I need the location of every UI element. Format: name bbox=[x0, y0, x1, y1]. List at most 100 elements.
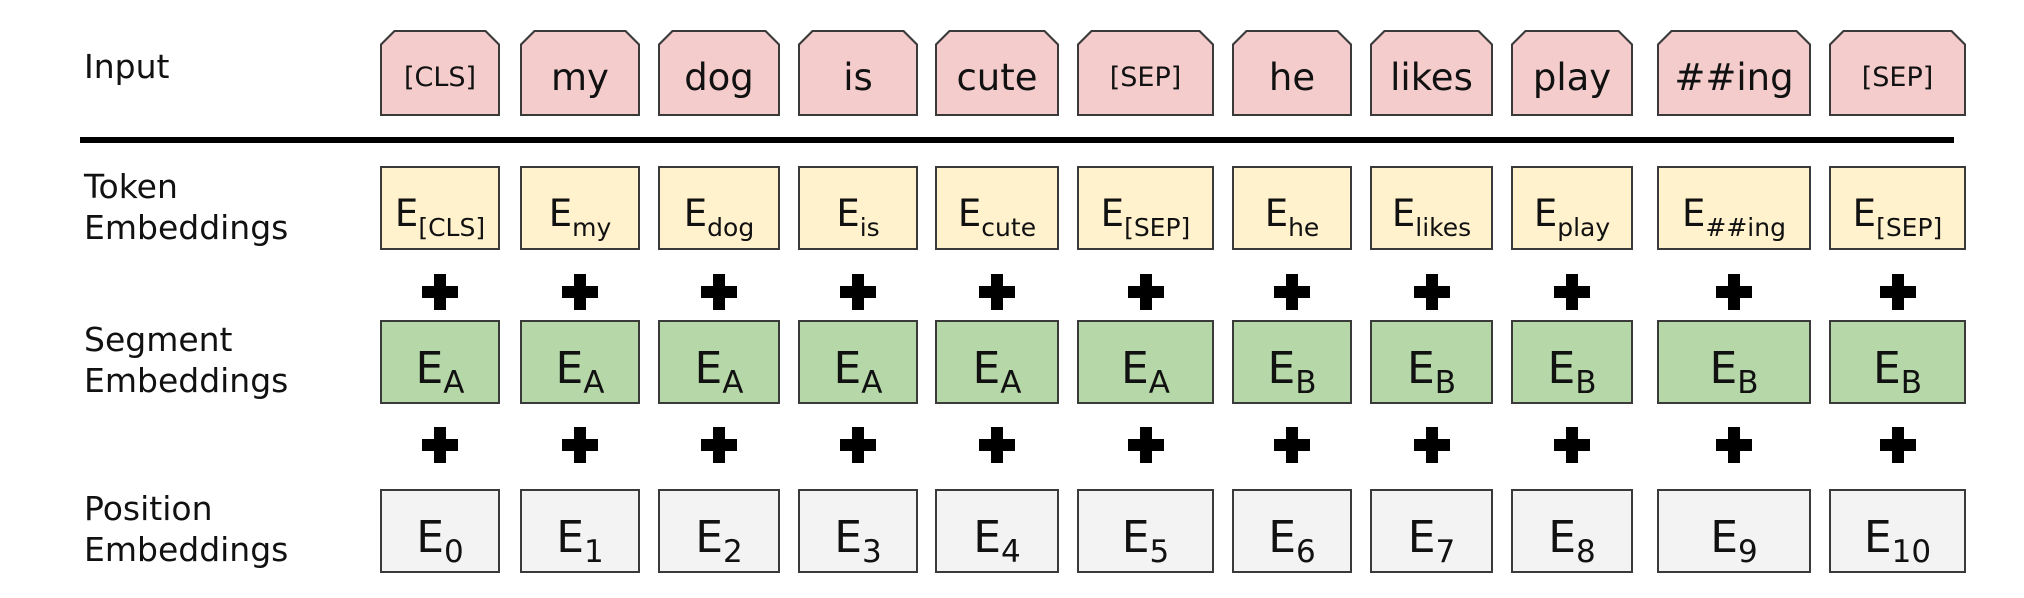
position-embedding-subscript: 3 bbox=[862, 534, 882, 570]
plus-icon bbox=[701, 427, 737, 463]
input-token-box: dog bbox=[658, 30, 780, 116]
token-embedding-symbol: E bbox=[1682, 191, 1706, 235]
row-label-segment-line2: Embeddings bbox=[84, 361, 289, 400]
position-embedding-subscript: 4 bbox=[1001, 534, 1021, 570]
input-token-label: play bbox=[1532, 55, 1612, 99]
token-embedding-symbol: E bbox=[836, 191, 860, 235]
plus-icon bbox=[422, 274, 458, 310]
row-label-position-embeddings: Position Embeddings bbox=[84, 488, 288, 570]
plus-icon bbox=[422, 427, 458, 463]
position-embedding-subscript: 8 bbox=[1576, 534, 1596, 570]
input-token-box: he bbox=[1232, 30, 1352, 116]
token-embedding-box: E[SEP] bbox=[1077, 166, 1214, 250]
input-token-label: he bbox=[1268, 55, 1316, 99]
position-embedding-symbol: E bbox=[973, 511, 1002, 563]
token-embedding-subscript: he bbox=[1288, 212, 1320, 242]
segment-embedding-symbol: E bbox=[1406, 342, 1435, 394]
segment-embedding-symbol: E bbox=[833, 342, 862, 394]
token-embedding-subscript: [SEP] bbox=[1876, 212, 1943, 242]
segment-embedding-subscript: B bbox=[1737, 365, 1759, 401]
plus-icon bbox=[1414, 274, 1450, 310]
plus-icon bbox=[1554, 427, 1590, 463]
token-embedding-symbol: E bbox=[1264, 191, 1289, 235]
token-embedding-symbol: E bbox=[1533, 191, 1558, 235]
segment-embedding-subscript: A bbox=[583, 365, 605, 401]
row-label-token-line2: Embeddings bbox=[84, 208, 289, 247]
input-token-box: [CLS] bbox=[380, 30, 500, 116]
segment-embedding-symbol: E bbox=[972, 342, 1001, 394]
position-embedding-subscript: 6 bbox=[1296, 534, 1316, 570]
token-embedding-subscript: [CLS] bbox=[418, 212, 486, 242]
segment-embedding-symbol: E bbox=[1872, 342, 1901, 394]
plus-icon bbox=[1880, 274, 1916, 310]
segment-embedding-subscript: B bbox=[1900, 365, 1923, 401]
token-embedding-symbol: E bbox=[683, 191, 708, 235]
position-embedding-symbol: E bbox=[1407, 511, 1436, 563]
row-label-segment-line1: Segment bbox=[84, 320, 233, 359]
input-token-label: likes bbox=[1390, 55, 1473, 99]
token-embedding-symbol: E bbox=[957, 191, 982, 235]
token-embedding-subscript: likes bbox=[1415, 212, 1472, 242]
segment-embedding-subscript: A bbox=[1000, 365, 1022, 401]
position-embedding-symbol: E bbox=[1121, 511, 1150, 563]
plus-icon bbox=[1716, 427, 1752, 463]
input-token-label: cute bbox=[956, 55, 1038, 99]
position-embedding-subscript: 5 bbox=[1149, 534, 1170, 570]
row-label-input: Input bbox=[84, 46, 169, 87]
position-embedding-symbol: E bbox=[695, 511, 724, 563]
plus-icon bbox=[1274, 274, 1310, 310]
input-token-box: my bbox=[520, 30, 640, 116]
input-divider-line bbox=[80, 137, 1954, 143]
segment-embedding-symbol: E bbox=[1547, 342, 1576, 394]
plus-icon bbox=[1716, 274, 1752, 310]
token-embedding-box: E[SEP] bbox=[1829, 166, 1966, 250]
input-token-label: is bbox=[843, 55, 873, 99]
position-embedding-symbol: E bbox=[1863, 511, 1892, 563]
position-embedding-subscript: 9 bbox=[1738, 534, 1758, 570]
plus-icon bbox=[1274, 427, 1310, 463]
row-label-input-text: Input bbox=[84, 47, 170, 86]
position-embedding-subscript: 10 bbox=[1891, 534, 1932, 570]
plus-icon bbox=[1554, 274, 1590, 310]
token-embedding-subscript: my bbox=[572, 212, 612, 242]
position-embedding-subscript: 1 bbox=[584, 534, 604, 570]
input-token-box: play bbox=[1511, 30, 1633, 116]
plus-icon bbox=[1128, 427, 1164, 463]
segment-embedding-symbol: E bbox=[415, 342, 444, 394]
plus-icon bbox=[1880, 427, 1916, 463]
segment-embedding-symbol: E bbox=[1120, 342, 1149, 394]
plus-icon bbox=[701, 274, 737, 310]
position-embedding-symbol: E bbox=[416, 511, 445, 563]
input-token-fill: ##ing bbox=[1659, 32, 1809, 114]
input-token-label: ##ing bbox=[1674, 55, 1794, 99]
segment-embedding-subscript: B bbox=[1295, 365, 1317, 401]
position-embedding-subscript: 7 bbox=[1435, 534, 1456, 570]
input-token-label: [CLS] bbox=[403, 61, 477, 93]
plus-icon bbox=[562, 274, 598, 310]
row-label-token-line1: Token bbox=[84, 167, 178, 206]
segment-embedding-symbol: E bbox=[555, 342, 584, 394]
row-label-segment-embeddings: Segment Embeddings bbox=[84, 319, 288, 401]
input-token-label: my bbox=[551, 55, 609, 99]
token-embedding-symbol: E bbox=[1391, 191, 1416, 235]
